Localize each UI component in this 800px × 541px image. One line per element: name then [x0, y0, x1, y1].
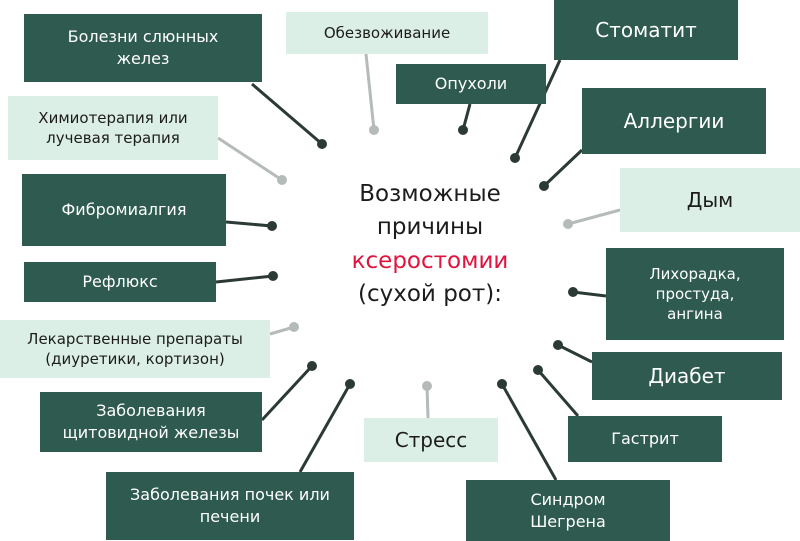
cause-dehydration: Обезвоживание	[286, 12, 488, 54]
center-title-line4: (сухой рот):	[358, 281, 502, 308]
cause-allergies: Аллергии	[582, 88, 766, 154]
cause-smoke: Дым	[620, 168, 800, 232]
connector-dot-diabetes	[553, 340, 563, 350]
connector-dot-smoke	[563, 219, 573, 229]
connector-fever	[572, 290, 607, 298]
connector-stomatitis	[513, 59, 562, 159]
connector-stress	[425, 385, 430, 419]
cause-stress: Стресс	[364, 418, 498, 462]
center-title-line1: Возможные	[359, 181, 501, 207]
connector-sjogren	[500, 383, 558, 481]
connector-fibromyalgia	[225, 220, 273, 228]
connector-dot-salivary	[317, 139, 327, 149]
connector-dot-gastritis	[533, 365, 543, 375]
connector-dot-stress	[422, 381, 432, 391]
connector-dot-thyroid	[307, 361, 317, 371]
connector-gastritis	[536, 369, 580, 417]
connector-dehydration	[364, 53, 376, 131]
connector-allergies	[542, 148, 584, 188]
cause-kidney-liver: Заболевания почек или печени	[106, 472, 354, 540]
cause-medications: Лекарственные препараты (диуретики, корт…	[0, 320, 270, 378]
connector-dot-chemo	[277, 175, 287, 185]
connector-dot-stomatitis	[510, 153, 520, 163]
cause-reflux: Рефлюкс	[24, 262, 216, 302]
cause-stomatitis: Стоматит	[554, 0, 738, 60]
connector-reflux	[215, 274, 274, 284]
cause-tumors: Опухоли	[396, 64, 546, 104]
cause-fibromyalgia: Фибромиалгия	[22, 174, 226, 246]
cause-fever-cold: Лихорадка, простуда, ангина	[606, 248, 784, 340]
connector-dot-kidney	[345, 379, 355, 389]
connector-dot-fever	[568, 287, 578, 297]
connector-salivary	[251, 82, 323, 146]
connector-diabetes	[557, 343, 593, 364]
cause-sjogren: Синдром Шегрена	[466, 480, 670, 541]
center-title-highlight: ксеростомии	[351, 247, 509, 274]
cause-gastritis: Гастрит	[568, 416, 722, 462]
connector-dot-reflux	[268, 271, 278, 281]
center-title: Возможные причины ксеростомии (сухой рот…	[305, 178, 555, 311]
cause-thyroid: Заболевания щитовидной железы	[40, 392, 262, 452]
connector-dot-dehydration	[369, 125, 379, 135]
connector-dot-tumors	[458, 125, 468, 135]
connector-chemo	[217, 136, 283, 182]
connector-dot-medications	[289, 322, 299, 332]
connector-kidney	[298, 383, 352, 473]
connector-smoke	[567, 208, 621, 226]
cause-diabetes: Диабет	[592, 352, 782, 400]
connector-dot-fibromyalgia	[267, 221, 277, 231]
cause-chemotherapy: Химиотерапия или лучевая терапия	[8, 96, 218, 160]
cause-salivary-glands: Болезни слюнных желез	[24, 14, 262, 82]
connector-dot-sjogren	[497, 379, 507, 389]
center-title-line2: причины	[376, 214, 484, 241]
connector-thyroid	[260, 364, 314, 422]
connector-dot-allergies	[539, 181, 549, 191]
